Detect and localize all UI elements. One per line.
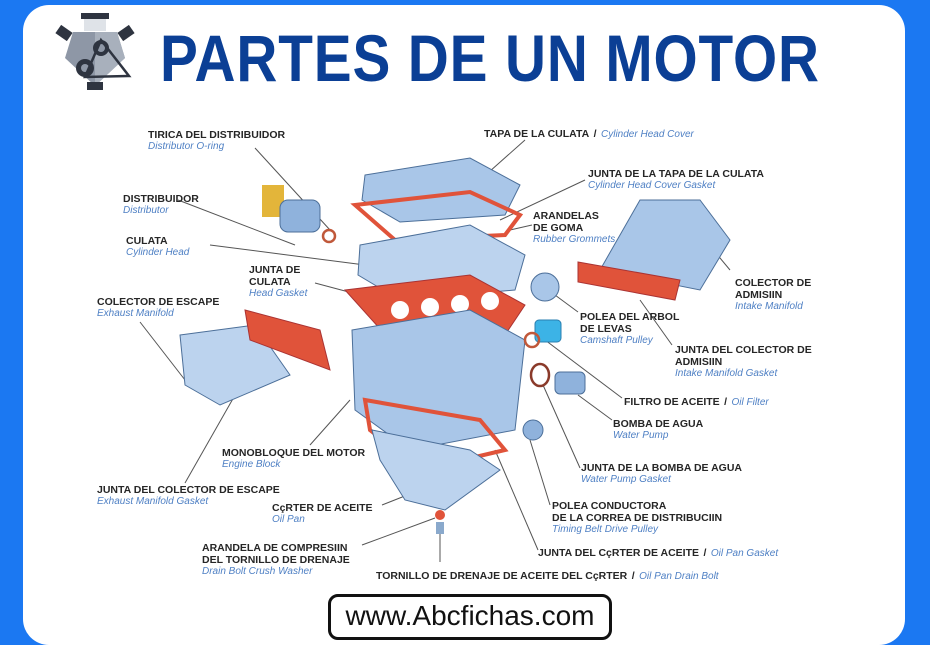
label-es: ARANDELAS	[533, 210, 599, 222]
label-es: FILTRO DE ACEITE	[624, 396, 720, 408]
engine-icon	[55, 13, 135, 90]
label-es: ARANDELA DE COMPRESIIN	[202, 542, 348, 554]
label-es: JUNTA DEL COLECTOR DE	[675, 344, 812, 356]
label-es: COLECTOR DE	[735, 277, 812, 289]
label-en: Drain Bolt Crush Washer	[202, 566, 313, 577]
label-en: Distributor O-ring	[148, 141, 225, 152]
label-en: Rubber Grommets	[533, 234, 616, 245]
label-es: COLECTOR DE ESCAPE	[97, 296, 220, 308]
label-es-line2: DE LEVAS	[580, 323, 632, 335]
label-en: Exhaust Manifold Gasket	[97, 496, 209, 507]
label-cylinder-head-cover: TAPA DE LA CULATA / Cylinder Head Cover	[484, 127, 694, 141]
separator: /	[593, 128, 597, 140]
label-es-line2: ADMISIIN	[675, 356, 723, 368]
label-es-line2: DEL TORNILLO DE DRENAJE	[202, 554, 350, 566]
label-en: Head Gasket	[249, 288, 308, 299]
label-es: POLEA DEL ARBOL	[580, 311, 680, 323]
label-es: DISTRIBUIDOR	[123, 193, 199, 205]
label-es-line2: DE GOMA	[533, 222, 584, 234]
label-es: JUNTA DEL CçRTER DE ACEITE	[538, 547, 700, 559]
label-es: TAPA DE LA CULATA	[484, 128, 590, 140]
label-en: Timing Belt Drive Pulley	[552, 524, 659, 535]
label-es-line2: CULATA	[249, 276, 291, 288]
label-es-line2: ADMISIIN	[735, 289, 783, 301]
label-en: Oil Filter	[731, 397, 769, 408]
label-oil-pan-gasket: JUNTA DEL CçRTER DE ACEITE / Oil Pan Gas…	[538, 546, 778, 560]
label-en: Exhaust Manifold	[97, 308, 174, 319]
label-en: Oil Pan Drain Bolt	[639, 571, 719, 582]
label-es: TIRICA DEL DISTRIBUIDOR	[148, 129, 286, 141]
separator: /	[631, 570, 635, 582]
separator: /	[724, 396, 728, 408]
engine-exploded-diagram	[139, 139, 731, 562]
label-en: Cylinder Head Cover Gasket	[588, 180, 716, 191]
label-oil-pan-drain-bolt: TORNILLO DE DRENAJE DE ACEITE DEL CçRTER…	[376, 569, 719, 583]
label-en: Distributor	[123, 205, 169, 216]
label-es: POLEA CONDUCTORA	[552, 500, 667, 512]
label-es: CULATA	[126, 235, 168, 247]
website-badge[interactable]: www.Abcfichas.com	[328, 594, 612, 640]
label-en: Water Pump	[613, 430, 669, 441]
label-es: TORNILLO DE DRENAJE DE ACEITE DEL CçRTER	[376, 570, 628, 582]
label-es: JUNTA DEL COLECTOR DE ESCAPE	[97, 484, 280, 496]
label-en: Camshaft Pulley	[580, 335, 653, 346]
label-es: MONOBLOQUE DEL MOTOR	[222, 447, 366, 459]
label-es: JUNTA DE	[249, 264, 301, 276]
label-en: Cylinder Head	[126, 247, 190, 258]
label-es-line2: DE LA CORREA DE DISTRIBUCIIN	[552, 512, 723, 524]
label-en: Engine Block	[222, 459, 281, 470]
label-en: Intake Manifold Gasket	[675, 368, 778, 379]
label-en: Oil Pan Gasket	[710, 548, 779, 559]
page-title: PARTES DE UN MOTOR	[160, 21, 820, 95]
label-oil-filter: FILTRO DE ACEITE / Oil Filter	[624, 395, 769, 409]
label-es: BOMBA DE AGUA	[613, 418, 704, 430]
separator: /	[703, 547, 707, 559]
label-es: JUNTA DE LA TAPA DE LA CULATA	[588, 168, 764, 180]
label-es: JUNTA DE LA BOMBA DE AGUA	[581, 462, 742, 474]
label-en: Cylinder Head Cover	[601, 129, 694, 140]
label-en: Oil Pan	[272, 514, 305, 525]
label-en: Intake Manifold	[735, 301, 803, 312]
label-en: Water Pump Gasket	[581, 474, 671, 485]
label-es: CçRTER DE ACEITE	[272, 502, 373, 514]
